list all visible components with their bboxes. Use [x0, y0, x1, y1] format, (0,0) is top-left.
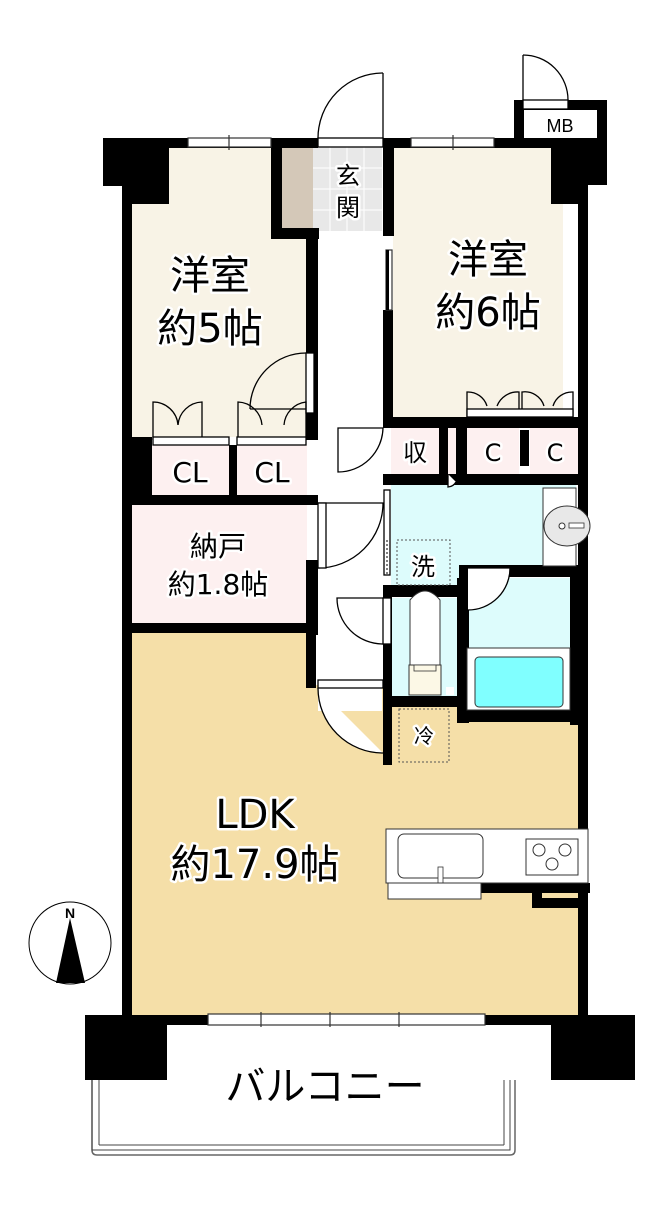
shoe-storage: [281, 147, 313, 231]
walls: [85, 100, 635, 1080]
balcony-label: バルコニー: [225, 1065, 424, 1109]
bathtub: [466, 647, 571, 711]
room-closet-c1: [467, 428, 519, 474]
room-closet-c2: [530, 428, 580, 474]
storage-room-size: 約1.8帖: [168, 568, 269, 601]
balcony: [91, 1080, 516, 1156]
room-ldk: [131, 633, 580, 1015]
washing-machine-area: [396, 539, 451, 586]
fridge-space: [398, 708, 450, 763]
closet-2-label: CL: [254, 456, 290, 489]
stove: [525, 838, 579, 876]
room-closet-2: [237, 445, 307, 495]
storage-small-label: 収: [403, 439, 427, 467]
room-storage: [131, 503, 307, 623]
toilet-fixture: [408, 590, 454, 696]
entrance-label-1: 玄: [336, 162, 360, 190]
closet-c2-label: C: [547, 439, 564, 467]
western-room-2-size: 約6帖: [435, 290, 540, 336]
north-arrow-icon: [56, 918, 85, 983]
room-storage-small: [391, 428, 439, 474]
compass: N: [28, 901, 112, 985]
washbasin: [542, 487, 591, 567]
kitchen-counter: [385, 828, 589, 900]
western-room-1-size: 約5帖: [157, 306, 262, 352]
doors: [152, 54, 597, 754]
western-room-1-name: 洋室: [170, 253, 250, 299]
compass-north-label: N: [65, 905, 75, 921]
ldk-size: 約17.9帖: [170, 842, 339, 888]
meter-box-label: MB: [547, 116, 574, 136]
washroom-label: 洗: [411, 553, 435, 581]
room-closet-1: [151, 445, 229, 495]
closet-c1-label: C: [485, 439, 502, 467]
closet-1-label: CL: [172, 456, 208, 489]
ldk-name: LDK: [215, 792, 296, 838]
western-room-2-name: 洋室: [448, 237, 528, 283]
storage-room-name: 納戸: [190, 530, 246, 563]
fridge-label: 冷: [414, 724, 434, 748]
entrance-tile-grid: [313, 147, 382, 231]
entrance-label-2: 関: [336, 194, 360, 222]
